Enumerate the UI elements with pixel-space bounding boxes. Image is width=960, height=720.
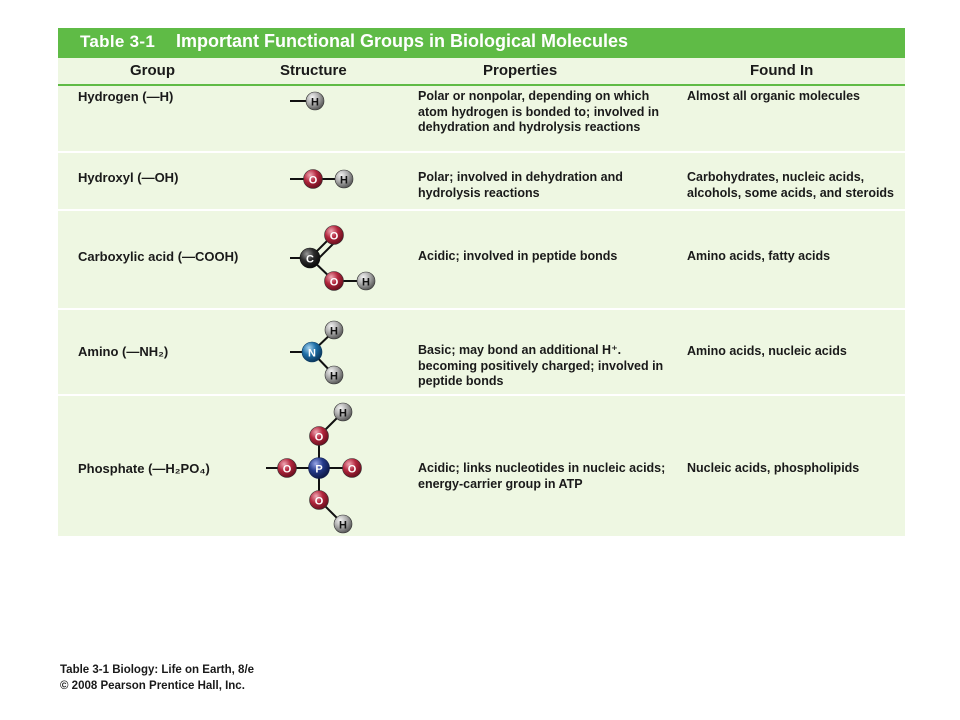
properties-cell: Polar or nonpolar, depending on which at… — [418, 89, 659, 134]
found-in-cell: Nucleic acids, phospholipids — [687, 461, 860, 475]
phosphate-structure: P O O O O H H — [266, 402, 362, 534]
amino-structure: N H H — [290, 320, 344, 385]
atom-label: O — [315, 496, 324, 508]
atom-label: H — [362, 277, 370, 289]
group-name: Amino (—NH₂) — [78, 344, 169, 359]
atom-label: O — [348, 464, 357, 476]
atom-label: P — [315, 464, 322, 476]
atom-label: O — [309, 175, 318, 187]
atom-label: H — [339, 408, 347, 420]
functional-groups-table: Table 3-1 Important Functional Groups in… — [58, 28, 905, 536]
row-divider — [58, 394, 905, 396]
credit-source: Table 3-1 Biology: Life on Earth, 8/e — [60, 664, 255, 676]
atom-label: H — [340, 175, 348, 187]
header-found-in: Found In — [750, 62, 814, 79]
credit-copyright: © 2008 Pearson Prentice Hall, Inc. — [60, 680, 245, 692]
header-properties: Properties — [483, 62, 558, 79]
carboxylic-acid-structure: C O O H — [290, 225, 376, 291]
row-divider — [58, 209, 905, 211]
hydroxyl-structure: O H — [290, 169, 354, 189]
table-number: Table 3-1 — [80, 32, 156, 51]
found-in-cell: Amino acids, nucleic acids — [687, 344, 847, 358]
atom-label: H — [339, 520, 347, 532]
atom-label: C — [306, 254, 314, 266]
atom-label: H — [330, 326, 338, 338]
atom-label: O — [315, 432, 324, 444]
properties-cell: Acidic; involved in peptide bonds — [418, 249, 618, 263]
atom-label: O — [330, 277, 339, 289]
atom-label: N — [308, 348, 316, 360]
group-name: Phosphate (—H₂PO₄) — [78, 461, 210, 476]
properties-cell: Acidic; links nucleotides in nucleic aci… — [418, 461, 666, 491]
atom-label: O — [330, 231, 339, 243]
header-group: Group — [130, 62, 175, 79]
atom-label: H — [330, 371, 338, 383]
found-in-cell: Almost all organic molecules — [687, 89, 860, 103]
found-in-cell: Amino acids, fatty acids — [687, 249, 831, 263]
header-divider — [58, 84, 905, 86]
row-divider — [58, 151, 905, 153]
group-name: Hydrogen (—H) — [78, 89, 174, 104]
table-title-bar: Table 3-1 Important Functional Groups in… — [58, 28, 905, 58]
found-in-cell: Carbohydrates, nucleic acids, alcohols, … — [687, 170, 895, 200]
atom-label: H — [311, 97, 319, 109]
header-structure: Structure — [280, 62, 347, 79]
group-name: Carboxylic acid (—COOH) — [78, 249, 239, 264]
group-name: Hydroxyl (—OH) — [78, 170, 179, 185]
row-divider — [58, 308, 905, 310]
table-title: Important Functional Groups in Biologica… — [176, 31, 629, 51]
atom-label: O — [283, 464, 292, 476]
properties-cell: Basic; may bond an additional H⁺. becomi… — [418, 343, 664, 388]
hydrogen-structure: H — [290, 91, 325, 111]
properties-cell: Polar; involved in dehydration and hydro… — [418, 170, 623, 200]
